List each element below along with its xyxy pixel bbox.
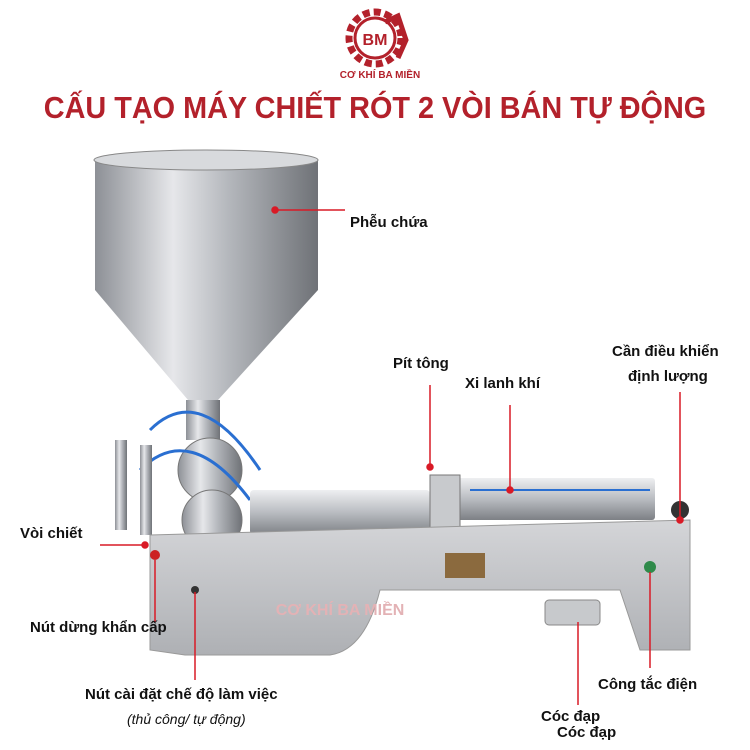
label-mode-note: (thủ công/ tự động) [127,711,246,727]
logo-icon: BM [345,8,409,68]
svg-text:BM: BM [363,32,388,49]
foot-pedal [544,599,601,626]
machine-frame [149,519,691,656]
label-hopper: Phễu chứa [350,214,428,231]
label-emergency-stop: Nút dừng khẩn cấp [30,619,167,636]
brand-name: CƠ KHÍ BA MIỀN [339,70,421,81]
label-piston: Pít tông [393,355,449,372]
label-control-lever-1: Cần điều khiển [612,343,719,360]
label-control-lever-2: định lượng [628,368,708,385]
power-switch-icon [644,561,656,573]
label-foot-pedal-1: Cóc đạp [541,708,601,725]
hopper [93,149,319,440]
label-power-switch: Công tắc điện [598,676,698,693]
label-air-cylinder: Xi lanh khí [465,375,541,392]
page-title: CẤU TẠO MÁY CHIẾT RÓT 2 VÒI BÁN TỰ ĐỘNG [43,90,707,125]
label-mode-button: Nút cài đặt chế độ làm việc [85,686,278,703]
leader-lines [100,206,684,705]
mode-switch-icon [191,586,199,594]
watermark: CƠ KHÍ BA MIỀN [276,600,405,619]
label-nozzle: Vòi chiết [20,525,83,542]
label-foot-pedal-2: Cóc đạp [557,724,617,741]
emergency-stop-icon [150,550,160,560]
